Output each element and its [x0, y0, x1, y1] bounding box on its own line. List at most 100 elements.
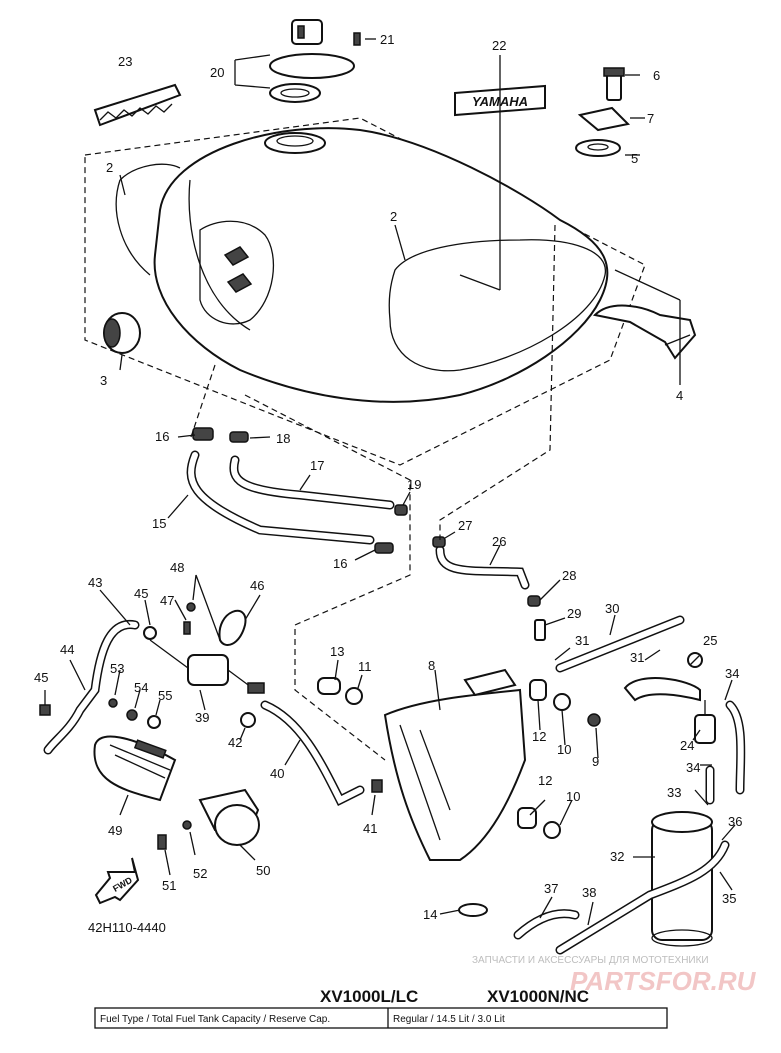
hose-26 [432, 536, 541, 607]
callout: 44 [60, 642, 74, 657]
callout: 45 [34, 670, 48, 685]
fitting-29 [534, 619, 546, 641]
callout: 17 [310, 458, 324, 473]
callout-labels: 23 20 21 22 6 7 5 2 2 3 4 16 18 17 19 15… [34, 32, 742, 922]
callout: 40 [270, 766, 284, 781]
callout: 29 [567, 606, 581, 621]
callout: 13 [330, 644, 344, 659]
callout: 49 [108, 823, 122, 838]
callout: 35 [722, 891, 736, 906]
hose-30 [555, 615, 685, 673]
callout: 12 [532, 729, 546, 744]
callout: 28 [562, 568, 576, 583]
callout: 30 [605, 601, 619, 616]
callout: 22 [492, 38, 506, 53]
callout: 47 [160, 593, 174, 608]
watermark-logo: PARTSFOR.RU [570, 966, 757, 996]
callout: 9 [592, 754, 599, 769]
callout: 14 [423, 907, 437, 922]
callout: 6 [653, 68, 660, 83]
callout: 5 [631, 151, 638, 166]
callout: 16 [333, 556, 347, 571]
callout: 27 [458, 518, 472, 533]
model-right: XV1000N/NC [487, 987, 589, 1006]
callout: 39 [195, 710, 209, 725]
hose-35 [555, 840, 730, 955]
callout: 25 [703, 633, 717, 648]
spec-header: Fuel Type / Total Fuel Tank Capacity / R… [100, 1014, 330, 1025]
bushings [317, 677, 601, 917]
callout: 8 [428, 658, 435, 673]
bolt-6 [603, 67, 625, 101]
callout: 2 [106, 160, 113, 175]
cap-3 [103, 312, 141, 354]
callout: 31 [575, 633, 589, 648]
callout: 48 [170, 560, 184, 575]
callout: 34 [686, 760, 700, 775]
callout: 4 [676, 388, 683, 403]
clamps-16-18 [192, 427, 408, 554]
callout: 37 [544, 881, 558, 896]
callout: 7 [647, 111, 654, 126]
part-code: 42H110-4440 [88, 920, 166, 935]
callout: 38 [582, 885, 596, 900]
callout: 41 [363, 821, 377, 836]
callout: 46 [250, 578, 264, 593]
spec-value: Regular / 14.5 Lit / 3.0 Lit [393, 1014, 505, 1025]
callout: 33 [667, 785, 681, 800]
callout: 21 [380, 32, 394, 47]
screw-21 [353, 32, 361, 46]
hose-37 [513, 909, 580, 940]
leader-lines [44, 38, 736, 926]
callout: 10 [566, 789, 580, 804]
hose-43-44 [39, 620, 140, 755]
callout: 32 [610, 849, 624, 864]
callout: 19 [407, 477, 421, 492]
callout: 51 [162, 878, 176, 893]
callout: 23 [118, 54, 132, 69]
callout: 55 [158, 688, 172, 703]
canister-8 [383, 668, 527, 861]
bracket-7 [577, 106, 631, 132]
bracket-4 [592, 304, 697, 360]
damper-5 [575, 139, 621, 157]
fuel-pump-49 [93, 735, 177, 802]
callout: 54 [134, 680, 148, 695]
callout: 11 [358, 659, 372, 674]
callout: 15 [152, 516, 166, 531]
callout: 2 [390, 209, 397, 224]
callout: 45 [134, 586, 148, 601]
callout: 36 [728, 814, 742, 829]
hose-40 [260, 700, 365, 807]
hose-15 [186, 450, 375, 545]
callout: 31 [630, 650, 644, 665]
callout: 18 [276, 431, 290, 446]
callout: 26 [492, 534, 506, 549]
callout: 24 [680, 738, 694, 753]
valve-24 [694, 700, 716, 744]
callout: 3 [100, 373, 107, 388]
callout: 20 [210, 65, 224, 80]
hose-17 [229, 455, 395, 510]
fuel-tank [115, 127, 609, 403]
tank-outline-box [84, 117, 646, 466]
callout: 42 [228, 735, 242, 750]
fwd-arrow: FWD [94, 857, 140, 905]
callout: 50 [256, 863, 270, 878]
watermark-text: ЗАПЧАСТИ И АКСЕССУАРЫ ДЛЯ МОТОТЕХНИКИ [472, 955, 709, 966]
model-left: XV1000L/LC [320, 987, 418, 1006]
clamp-46 [218, 609, 247, 646]
callout: 10 [557, 742, 571, 757]
callout: 12 [538, 773, 552, 788]
callout: 52 [193, 866, 207, 881]
fuel-cap [269, 19, 355, 103]
pump-cover-50 [198, 788, 260, 846]
spec-table: Fuel Type / Total Fuel Tank Capacity / R… [94, 1007, 668, 1029]
decal-23 [93, 83, 182, 127]
callout: 43 [88, 575, 102, 590]
callout: 53 [110, 661, 124, 676]
hose-34 [705, 700, 746, 805]
small-fasteners [108, 602, 265, 850]
